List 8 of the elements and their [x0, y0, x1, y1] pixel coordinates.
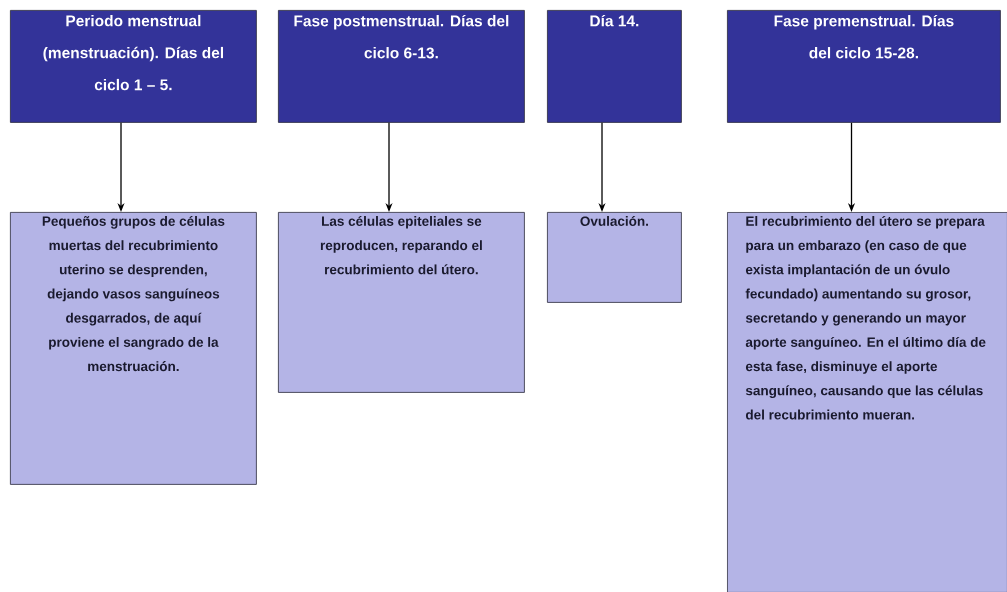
phase-box: Periodo menstrual (menstruación). Días del ciclo 1 – 5.	[10, 10, 257, 123]
phase-box: Día 14.	[547, 10, 682, 123]
phase-box: Fase postmenstrual. Días del ciclo 6-13.	[278, 10, 525, 123]
description-box: Ovulación.	[547, 212, 682, 303]
description-box: Pequeños grupos de células muertas del recubrimiento uterino se desprenden, dejando vasos sanguíneos desgarrados, de aquí proviene el sangrado de la menstruación.	[10, 212, 257, 485]
description-box: Las células epiteliales se reproducen, reparando el recubrimiento del útero.	[278, 212, 525, 393]
phase-box: Fase premenstrual. Días del ciclo 15-28.	[727, 10, 1001, 123]
description-box: El recubrimiento del útero se prepara para un embarazo (en caso de que exista implantación de un óvulo fecundado) aumentando su grosor, secretando y generando un mayor aporte sanguíneo. En el último día de esta fase, disminuye el aporte sanguíneo, causando que las células del recubrimiento mueran.	[727, 212, 1007, 592]
